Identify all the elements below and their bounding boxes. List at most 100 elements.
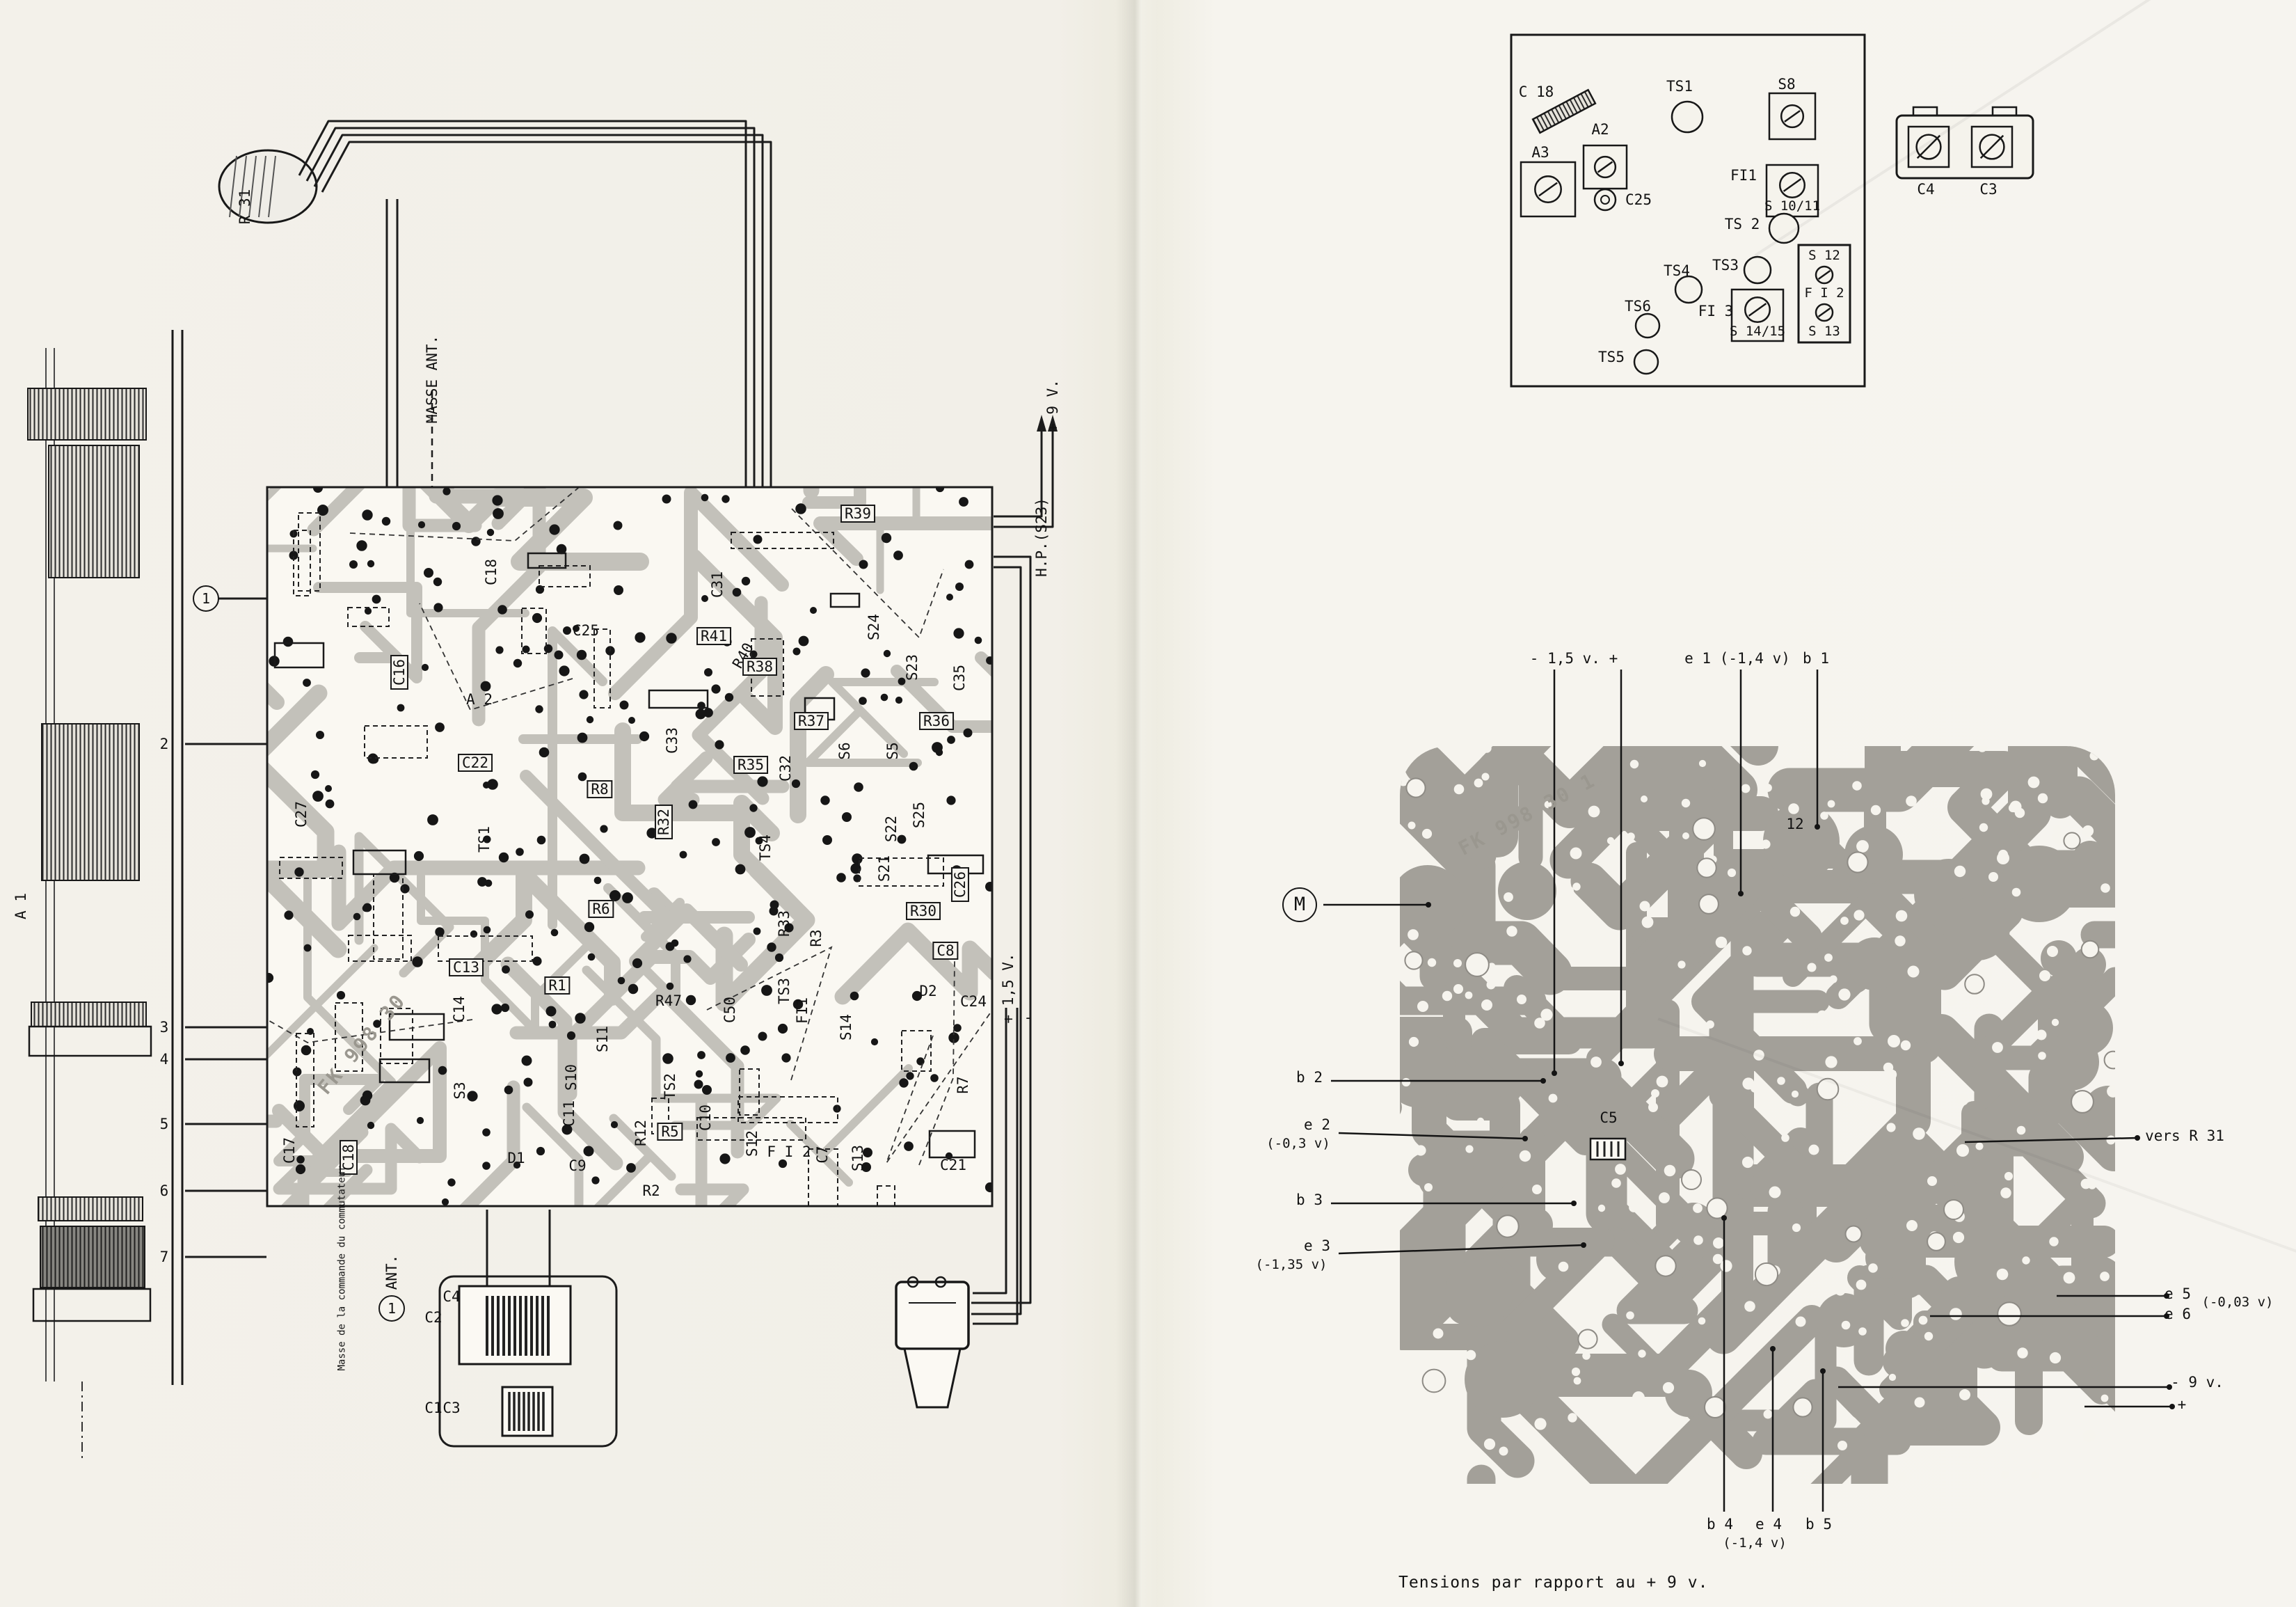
component-label-d2: D2 — [919, 982, 937, 999]
component-label-masse-ant: MASSE ANT. — [423, 335, 440, 424]
component-label-c50: C50 — [721, 997, 738, 1023]
component-label-s22: S22 — [882, 816, 900, 842]
posdiag-c25: C25 — [1625, 191, 1652, 208]
component-label-ts2: TS2 — [661, 1073, 678, 1100]
copper-annotation-sub: (-1,35 v) — [1255, 1257, 1328, 1273]
component-label-s6: S6 — [836, 742, 853, 760]
component-label-r47: R47 — [655, 992, 682, 1009]
antenna-tap-2: 2 — [159, 735, 169, 752]
copper-annotation-m: M — [1282, 887, 1317, 922]
component-label-r1: R1 — [544, 976, 571, 995]
component-label-d1: D1 — [507, 1149, 525, 1166]
antenna-tap-7: 7 — [159, 1248, 169, 1265]
posdiag-sub: S 14/15 — [1729, 324, 1786, 340]
component-label-s25: S25 — [910, 802, 927, 828]
component-label-c4: C4 — [443, 1288, 461, 1305]
component-label-c22: C22 — [458, 753, 493, 773]
component-label-s12: S12 — [743, 1130, 760, 1157]
component-label-c2: C2 — [424, 1308, 443, 1326]
annotation-leads — [1323, 670, 2175, 1512]
component-label-s23: S23 — [903, 654, 920, 681]
component-label-s10: S10 — [562, 1064, 580, 1091]
component-label-r12: R12 — [632, 1120, 649, 1146]
component-label-r41: R41 — [696, 626, 731, 646]
component-label-s24: S24 — [865, 614, 882, 640]
component-label-r38: R38 — [742, 657, 777, 676]
component-label-c11: C11 — [560, 1100, 577, 1127]
copper-annotation-b-2: b 2 — [1296, 1068, 1323, 1086]
component-label-c18: C18 — [482, 559, 500, 585]
misc-parts — [458, 1137, 1627, 1437]
component-label-: - — [1023, 1008, 1033, 1026]
component-label-r33: R33 — [775, 910, 792, 937]
component-label-c13: C13 — [449, 958, 484, 977]
copper-annotation-e-6: e 6 — [2165, 1305, 2191, 1322]
copper-annotation-b-5: b 5 — [1805, 1515, 1832, 1533]
posdiag-c-18: C 18 — [1518, 83, 1554, 100]
copper-annotation-e-4: e 4 — [1755, 1515, 1782, 1533]
component-label-c7: C7 — [813, 1146, 831, 1164]
component-label-s13: S13 — [849, 1145, 866, 1171]
copper-annotation-0-03-v: (-0,03 v) — [2201, 1295, 2274, 1311]
component-label-fi1: FI1 — [793, 997, 811, 1024]
component-label-r39: R39 — [840, 504, 875, 523]
component-label-c9: C9 — [568, 1157, 587, 1174]
component-label-c8: C8 — [932, 941, 959, 960]
component-label-masse-de-la-commande-du-commutateur: Masse de la commande du commutateur — [336, 1165, 348, 1371]
component-label-r7: R7 — [954, 1076, 971, 1094]
component-label-r35: R35 — [733, 755, 768, 775]
component-label-c17: C17 — [280, 1137, 298, 1164]
component-label-r32: R32 — [654, 805, 673, 839]
copper-annotation-12: 12 — [1786, 815, 1804, 832]
antenna-tap-4: 4 — [159, 1050, 169, 1068]
component-label-r30: R30 — [906, 901, 941, 921]
component-label-s14: S14 — [837, 1014, 854, 1040]
component-label-c26: C26 — [950, 867, 970, 902]
component-label-c3: C3 — [443, 1399, 461, 1416]
copper-annotation-: + — [2177, 1395, 2187, 1413]
copper-annotation-sub: (-0,3 v) — [1266, 1136, 1330, 1152]
component-label-f-i-2: F I 2 — [767, 1143, 811, 1160]
posdiag-ts1: TS1 — [1666, 77, 1693, 95]
posdiag-c4: C4 — [1917, 180, 1935, 198]
component-label-c32: C32 — [776, 755, 794, 782]
antenna-tap-3: 3 — [159, 1018, 169, 1036]
component-label-ts1: TS1 — [475, 826, 493, 853]
antenna-tap-6: 6 — [159, 1182, 169, 1199]
copper-annotation-fk-998-30-1: FK 998 30 1 — [1454, 768, 1600, 860]
component-label-ant: ANT. — [383, 1254, 400, 1290]
component-label-r6: R6 — [588, 899, 614, 919]
component-label-c1: C1 — [424, 1399, 443, 1416]
component-label-a-1: A 1 — [12, 893, 29, 919]
component-label-c27: C27 — [292, 801, 310, 828]
posdiag-a3: A3 — [1531, 143, 1549, 161]
component-label-c10: C10 — [696, 1105, 714, 1131]
caption: Tensions par rapport au + 9 v. — [1398, 1574, 1709, 1592]
posdiag-s-13: S 13 — [1808, 324, 1840, 340]
component-label-r37: R37 — [794, 711, 829, 731]
posdiag-sub: S 10/11 — [1764, 198, 1821, 214]
copper-annotation-e-3: e 3 — [1304, 1237, 1330, 1254]
copper-annotation-sub: (-1,4 v) — [1723, 1535, 1787, 1551]
component-label-c14: C14 — [450, 996, 468, 1022]
component-label-c24: C24 — [960, 992, 987, 1010]
component-label-r36: R36 — [919, 711, 954, 731]
posdiag-ts5: TS5 — [1598, 348, 1625, 365]
component-label-ts4: TS4 — [756, 834, 774, 861]
component-label-r5: R5 — [657, 1122, 683, 1141]
component-label-s3: S3 — [451, 1082, 468, 1100]
component-label-1-5-v: + 1,5 V. — [999, 953, 1017, 1024]
component-label-fk-998-30: FK 998 30 — [312, 988, 410, 1099]
component-label-r8: R8 — [587, 779, 613, 799]
copper-annotation-1-5-v: - 1,5 v. + — [1529, 649, 1618, 667]
component-label-c16: C16 — [390, 655, 409, 690]
hookup-wires — [185, 120, 1058, 1448]
copper-annotation-b-1: b 1 — [1803, 649, 1829, 667]
posdiag-ts-2: TS 2 — [1724, 215, 1760, 232]
component-label-c33: C33 — [663, 727, 680, 754]
posdiag-ts3: TS3 — [1712, 256, 1739, 274]
copper-annotation-9-v: - 9 v. — [2171, 1373, 2224, 1391]
